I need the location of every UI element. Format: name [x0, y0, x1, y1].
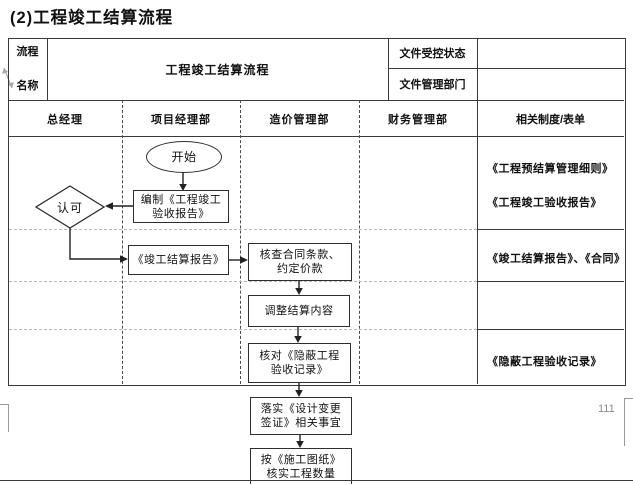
margin-corner-mark-left — [8, 404, 9, 432]
lane-header-cost-dept: 造价管理部 — [269, 113, 330, 126]
doc-control-label: 文件受控状态 — [399, 48, 466, 60]
row-separator — [477, 329, 624, 330]
flow-node-start: 开始 — [146, 141, 222, 173]
related-doc-acceptance-report: 《工程竣工验收报告》 — [487, 197, 602, 209]
page-number: 111 — [598, 403, 615, 415]
margin-corner-mark-right — [624, 398, 625, 446]
process-name-value: 工程竣工结算流程 — [165, 62, 270, 77]
lane-header-related-forms: 相关制度/表单 — [515, 113, 586, 126]
lane-header-general-manager: 总经理 — [47, 113, 83, 126]
related-doc-hidden-works-record: 《隐蔽工程验收记录》 — [487, 356, 602, 368]
related-doc-presettlement-rules: 《工程预结算管理细则》 — [487, 163, 614, 175]
lane-header-project-dept: 项目经理部 — [151, 113, 211, 126]
row-separator — [9, 229, 477, 230]
lane-header-finance-dept: 财务管理部 — [388, 113, 448, 126]
table-line — [8, 136, 624, 137]
flow-node-check-contract: 核查合同条款、 约定价款 — [248, 243, 352, 281]
process-name-label-line1: 流程 — [16, 46, 39, 58]
row-separator — [9, 281, 477, 282]
row-separator — [477, 281, 624, 282]
margin-corner-mark-right — [624, 398, 633, 399]
row-separator — [477, 229, 624, 230]
related-doc-settlement-and-contract: 《竣工结算报告》、《合同》 — [487, 253, 626, 265]
table-line — [477, 38, 478, 384]
lane-separator — [359, 100, 360, 384]
flow-node-prepare-acceptance-report: 编制《工程竣工 验收报告》 — [133, 190, 229, 223]
doc-dept-label: 文件管理部门 — [399, 79, 466, 91]
flow-node-verify-hidden-works: 核对《隐蔽工程 验收记录》 — [248, 343, 351, 383]
flow-node-approve-label: 认可 — [56, 200, 83, 215]
table-line — [47, 38, 48, 100]
process-name-label-line2: 名称 — [16, 80, 39, 92]
flow-node-settlement-report: 《竣工结算报告》 — [128, 245, 229, 275]
flow-node-adjust-settlement: 调整结算内容 — [248, 295, 350, 327]
row-separator — [9, 329, 477, 330]
table-line — [8, 100, 624, 101]
flow-node-verify-quantity: 按《施工图纸》 核实工程数量 — [250, 448, 352, 484]
lane-separator — [240, 100, 241, 384]
margin-corner-mark-left — [0, 404, 9, 405]
table-outer-border — [8, 38, 626, 386]
page-title: (2)工程竣工结算流程 — [10, 9, 174, 27]
flow-node-implement-design-change: 落实《设计变更 签证》相关事宜 — [250, 397, 352, 435]
lane-separator — [122, 100, 123, 384]
next-table-top-border — [0, 480, 633, 481]
table-line — [388, 68, 625, 69]
table-line — [388, 38, 389, 100]
